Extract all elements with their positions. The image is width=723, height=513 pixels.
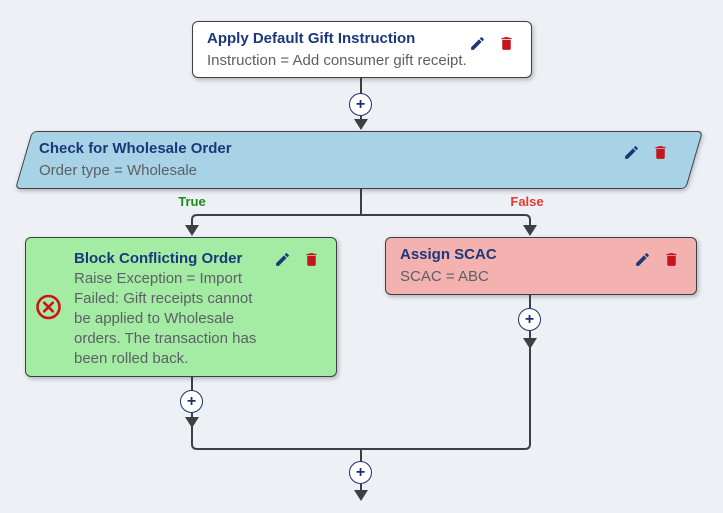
delete-icon[interactable] bbox=[652, 144, 669, 161]
add-step-button[interactable]: + bbox=[349, 461, 372, 484]
edit-icon[interactable] bbox=[274, 251, 291, 268]
node-exception-text: Raise Exception = Import Failed: Gift re… bbox=[74, 270, 257, 367]
node-subtitle: Instruction = Add consumer gift receipt. bbox=[207, 51, 467, 69]
error-icon bbox=[35, 294, 62, 321]
node-title: Check for Wholesale Order bbox=[39, 140, 232, 157]
true-branch-label: True bbox=[178, 194, 206, 209]
edit-icon[interactable] bbox=[623, 144, 640, 161]
edit-icon[interactable] bbox=[469, 35, 486, 52]
delete-icon[interactable] bbox=[303, 251, 320, 268]
add-step-button[interactable]: + bbox=[349, 93, 372, 116]
node-block-conflicting-order: Block Conflicting Order Raise Exception … bbox=[25, 237, 337, 377]
delete-icon[interactable] bbox=[498, 35, 515, 52]
add-step-button[interactable]: + bbox=[180, 390, 203, 413]
node-subtitle: Order type = Wholesale bbox=[39, 162, 197, 179]
node-check-wholesale-order: Check for Wholesale Order Order type = W… bbox=[15, 131, 704, 189]
add-step-button[interactable]: + bbox=[518, 308, 541, 331]
node-title: Assign SCAC bbox=[400, 246, 497, 263]
node-apply-gift-instruction: Apply Default Gift Instruction Instructi… bbox=[192, 21, 532, 78]
node-assign-scac: Assign SCAC SCAC = ABC bbox=[385, 237, 697, 295]
edit-icon[interactable] bbox=[634, 251, 651, 268]
delete-icon[interactable] bbox=[663, 251, 680, 268]
node-title: Block Conflicting Order bbox=[74, 250, 243, 267]
node-subtitle: SCAC = ABC bbox=[400, 268, 489, 285]
false-branch-label: False bbox=[510, 194, 544, 209]
node-title: Apply Default Gift Instruction bbox=[207, 29, 416, 47]
